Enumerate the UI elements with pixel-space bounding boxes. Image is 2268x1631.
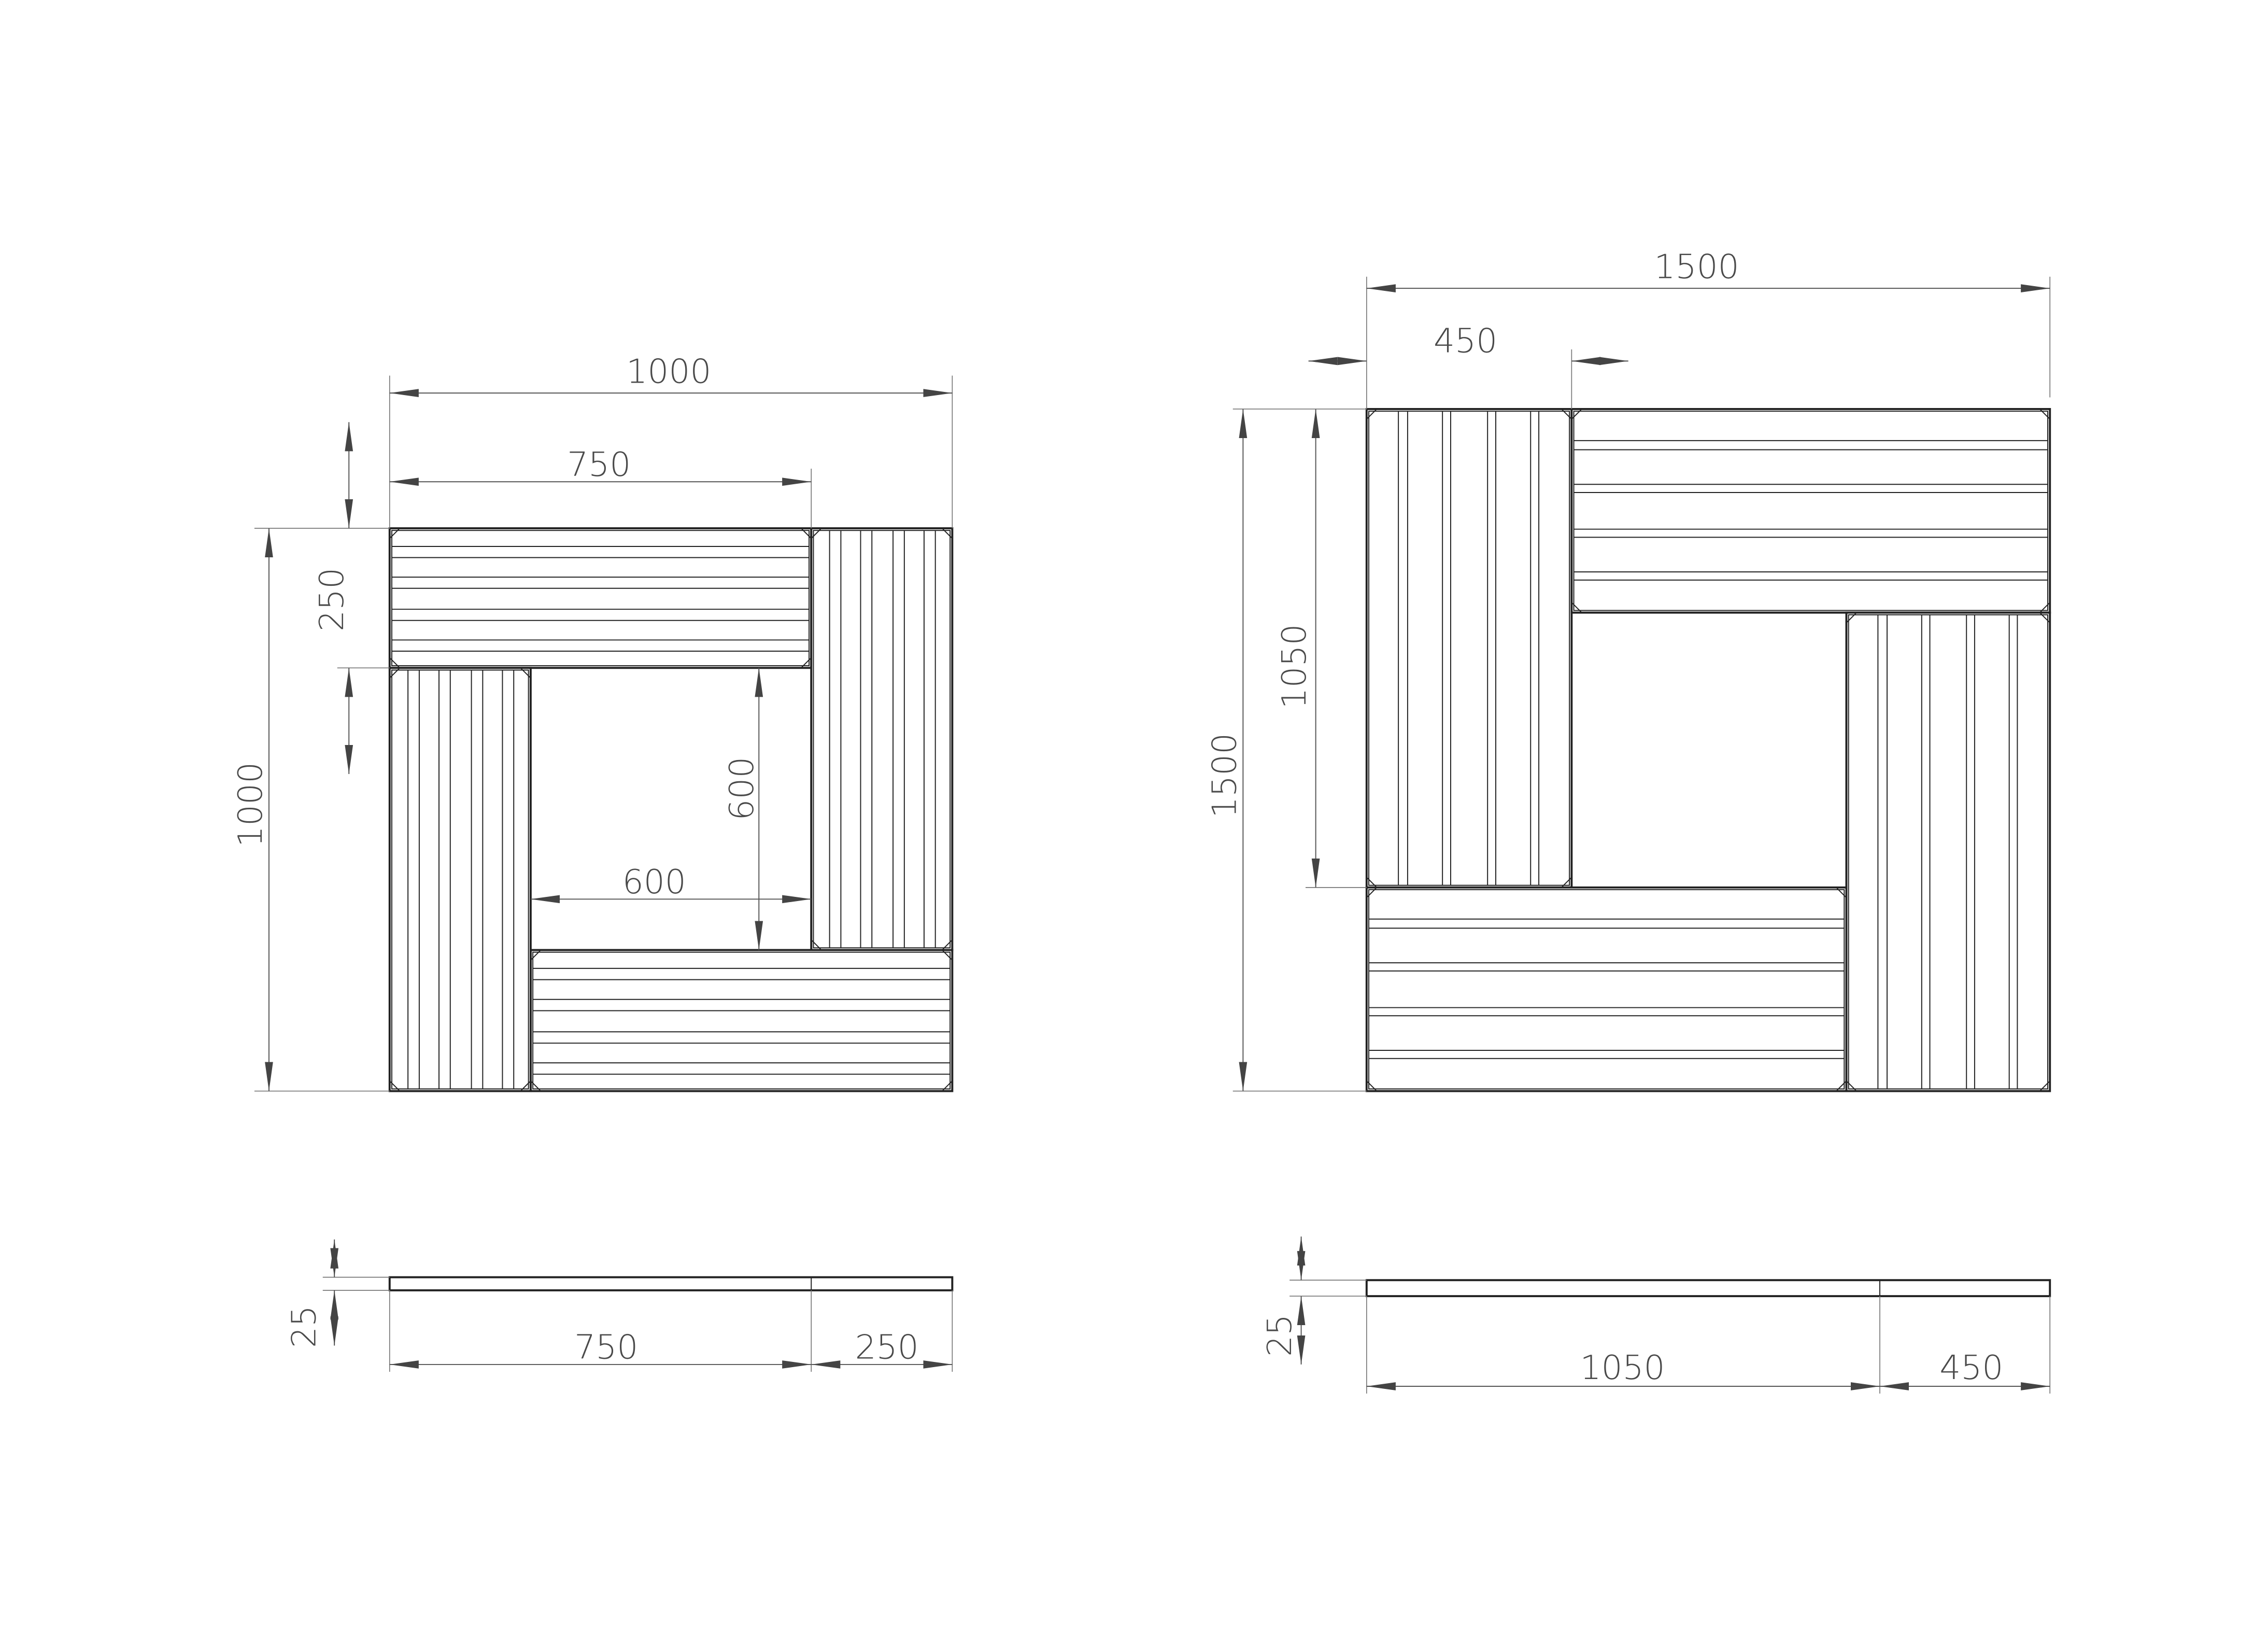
corner-chamfer: [520, 667, 531, 679]
corner-chamfer: [800, 657, 812, 668]
corner-chamfer: [520, 1080, 531, 1092]
dim-label-small-side-length-a: 750: [574, 1328, 638, 1367]
corner-chamfer: [942, 939, 953, 951]
dim-label-large-board-length: 1050: [1275, 624, 1314, 709]
dim-label-small-overall-height: 1000: [231, 762, 270, 847]
deck-board: [810, 527, 954, 951]
corner-chamfer: [942, 528, 953, 539]
corner-chamfer: [1846, 1080, 1857, 1092]
deck-board-inner-edge: [1573, 411, 2049, 611]
deck-board: [1365, 408, 1573, 889]
deck-board: [1570, 408, 2051, 614]
deck-board: [388, 667, 532, 1092]
deck-board-inner-edge: [532, 951, 951, 1090]
dim-label-small-overall-width: 1000: [626, 352, 711, 391]
corner-chamfer: [1846, 612, 1857, 624]
corner-chamfer: [2039, 409, 2050, 420]
corner-chamfer: [811, 528, 822, 539]
corner-chamfer: [942, 1080, 953, 1092]
corner-chamfer: [389, 528, 401, 539]
dim-label-large-side-length-b: 450: [1939, 1348, 2003, 1387]
corner-chamfer: [1561, 409, 1572, 420]
deck-board: [1845, 611, 2051, 1092]
dim-label-large-overall-width: 1500: [1654, 248, 1739, 287]
corner-chamfer: [1366, 887, 1378, 898]
corner-chamfer: [942, 949, 953, 961]
side-view-small: [388, 1276, 954, 1291]
dim-label-large-side-length-a: 1050: [1580, 1348, 1665, 1387]
deck-board-inner-edge: [1368, 889, 1845, 1090]
dim-label-small-side-thickness: 25: [285, 1305, 324, 1348]
deck-board: [388, 527, 813, 669]
corner-chamfer: [1571, 409, 1582, 420]
dim-label-small-board-width: 250: [313, 568, 351, 631]
geometry-layer: [254, 276, 2051, 1394]
corner-chamfer: [1366, 409, 1378, 420]
dim-label-small-board-length: 750: [567, 445, 631, 484]
corner-chamfer: [2039, 612, 2050, 624]
dim-label-large-overall-height: 1500: [1205, 733, 1244, 818]
corner-chamfer: [389, 667, 401, 679]
dim-label-large-side-thickness: 25: [1260, 1314, 1299, 1357]
deck-board: [529, 949, 954, 1092]
corner-chamfer: [1366, 1080, 1378, 1092]
side-view-large: [1365, 1279, 2051, 1298]
dim-label-small-opening-width: 600: [622, 863, 686, 902]
corner-chamfer: [2039, 602, 2050, 613]
corner-chamfer: [800, 528, 812, 539]
corner-chamfer: [811, 939, 822, 951]
corner-chamfer: [1571, 602, 1582, 613]
deck-board-inner-edge: [813, 530, 951, 949]
corner-chamfer: [1836, 1080, 1847, 1092]
corner-chamfer: [530, 949, 542, 961]
deck-board-inner-edge: [391, 669, 529, 1090]
corner-chamfer: [389, 1080, 401, 1092]
dim-label-small-side-length-b: 250: [855, 1328, 919, 1367]
corner-chamfer: [1836, 887, 1847, 898]
deck-board-inner-edge: [1368, 411, 1570, 886]
corner-chamfer: [1366, 877, 1378, 888]
dim-label-large-board-width: 450: [1434, 322, 1497, 361]
corner-chamfer: [389, 657, 401, 668]
dim-label-small-opening-height: 600: [722, 757, 761, 821]
deck-board-inner-edge: [1848, 614, 2049, 1090]
deck-board-inner-edge: [391, 530, 810, 667]
corner-chamfer: [2039, 1080, 2050, 1092]
deck-board: [1365, 886, 1848, 1092]
corner-chamfer: [1561, 877, 1572, 888]
corner-chamfer: [530, 1080, 542, 1092]
